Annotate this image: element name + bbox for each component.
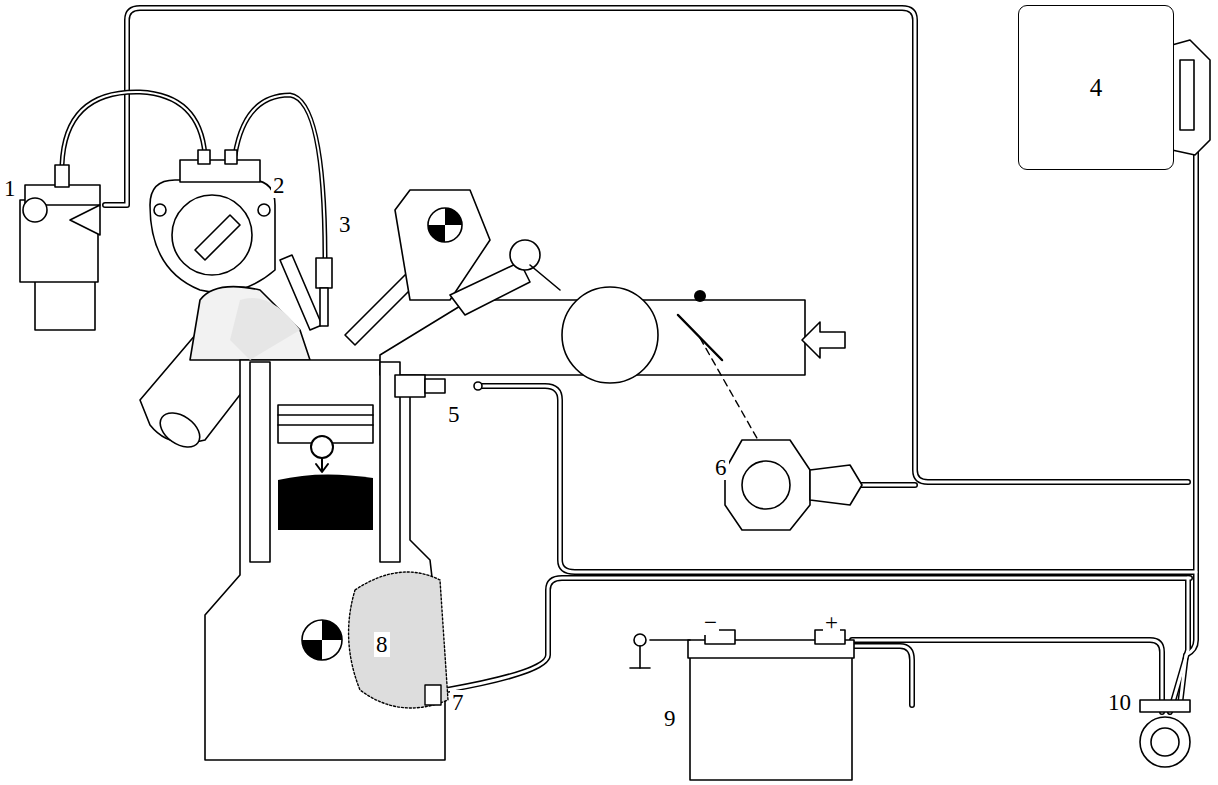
polarity-mark: − xyxy=(702,610,719,635)
callout-number: 5 xyxy=(446,402,462,427)
callout-number: 4 xyxy=(1090,74,1103,102)
callout-number: 7 xyxy=(450,690,466,715)
control-unit-box: 4 xyxy=(1018,5,1174,170)
callout-number: 9 xyxy=(662,706,678,731)
callout-number: 3 xyxy=(337,212,353,237)
polarity-mark: + xyxy=(823,610,840,635)
callout-number: 10 xyxy=(1106,690,1133,715)
callout-number: 1 xyxy=(2,176,18,201)
callout-number: 2 xyxy=(271,173,287,198)
callout-number: 6 xyxy=(713,455,729,480)
callout-number: 8 xyxy=(374,632,390,657)
